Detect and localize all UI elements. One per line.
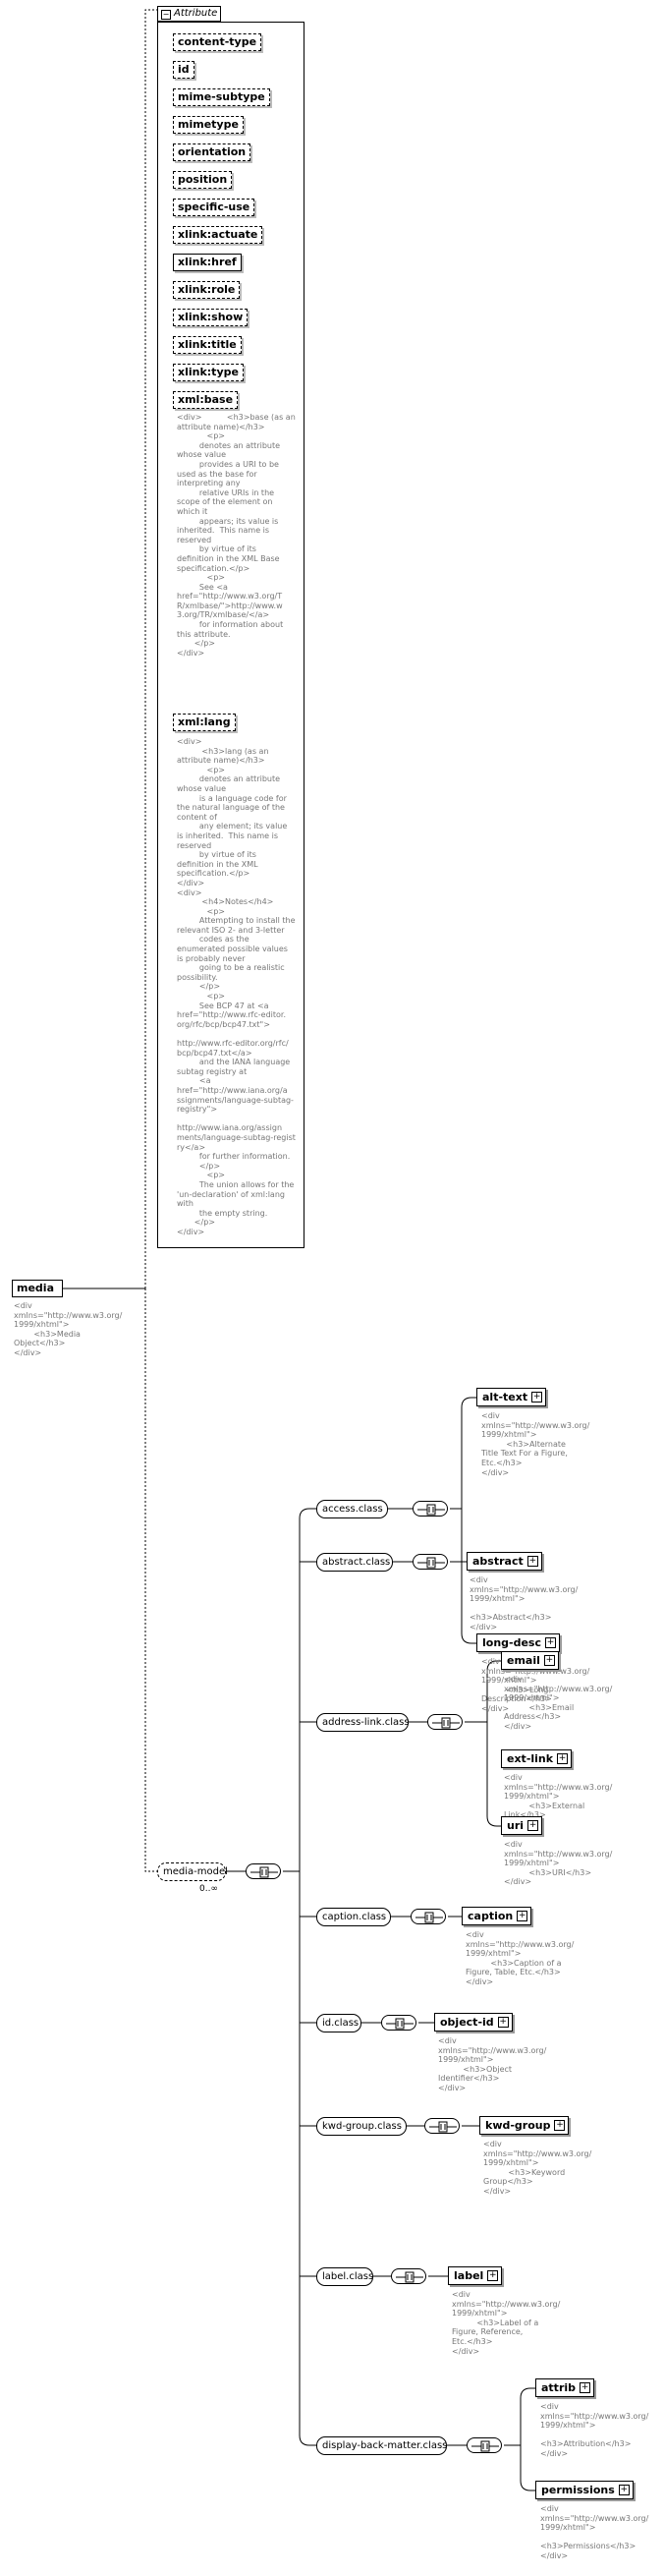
choice-compositor-icon[interactable] (381, 2015, 416, 2031)
attribute-item[interactable]: orientation (173, 143, 251, 161)
choice-compositor-icon[interactable] (391, 2268, 426, 2284)
element-caption[interactable]: caption+ (462, 1907, 532, 1925)
element-label: attrib (541, 2381, 577, 2394)
expand-icon[interactable]: + (531, 1392, 543, 1402)
choice-compositor-icon[interactable] (424, 2118, 460, 2134)
attribute-item[interactable]: content-type (173, 33, 262, 51)
choice-compositor-icon[interactable] (413, 1554, 448, 1570)
expand-icon[interactable]: + (517, 1911, 528, 1921)
expand-icon[interactable]: + (487, 2270, 499, 2281)
choice-compositor-icon[interactable] (467, 2437, 502, 2453)
root-element-media[interactable]: media (12, 1280, 63, 1297)
attribute-tab[interactable]: − Attribute (157, 6, 222, 22)
attribute-item-xml-lang[interactable]: xml:lang (173, 714, 236, 731)
element-label: caption (468, 1910, 514, 1922)
expand-icon[interactable]: + (497, 2017, 509, 2028)
media-model-group[interactable]: media-model (157, 1862, 228, 1881)
group-label-class[interactable]: label.class (316, 2267, 373, 2286)
attribute-item[interactable]: xlink:type (173, 364, 244, 381)
group-kwd-group-class[interactable]: kwd-group.class (316, 2117, 407, 2136)
element-attrib[interactable]: attrib+ (535, 2378, 595, 2397)
element-label: ext-link (507, 1752, 554, 1765)
attribute-item[interactable]: position (173, 171, 233, 189)
attribute-item[interactable]: xml:base (173, 391, 239, 409)
element-email[interactable]: email+ (501, 1651, 559, 1670)
cardinality-label: 0..∞ (199, 1884, 218, 1894)
element-doc: <div xmlns="http://www.w3.org/ 1999/xhtm… (481, 1657, 590, 1713)
root-element-doc: <div xmlns="http://www.w3.org/ 1999/xhtm… (14, 1301, 123, 1357)
element-label-text: label (454, 2269, 484, 2282)
choice-compositor-icon[interactable] (413, 1501, 448, 1517)
expand-icon[interactable]: + (526, 1556, 538, 1567)
choice-compositor-icon[interactable] (246, 1863, 281, 1879)
xml-base-doc: <div> <h3>base (as an attribute name)</h… (177, 413, 296, 658)
element-label: alt-text (482, 1391, 528, 1403)
element-label[interactable]: label+ (448, 2266, 503, 2285)
element-doc: <div xmlns="http://www.w3.org/ 1999/xhtm… (452, 2290, 561, 2356)
expand-icon[interactable]: + (554, 2120, 566, 2131)
attribute-item[interactable]: xlink:role (173, 281, 241, 299)
element-doc: <div xmlns="http://www.w3.org/ 1999/xhtm… (466, 1930, 575, 1986)
attribute-item[interactable]: xlink:title (173, 336, 242, 354)
element-label: uri (507, 1819, 525, 1832)
element-label: email (507, 1654, 540, 1667)
group-address-link-class[interactable]: address-link.class (316, 1713, 410, 1732)
element-doc: <div xmlns="http://www.w3.org/ 1999/xhtm… (504, 1675, 613, 1731)
group-caption-class[interactable]: caption.class (316, 1908, 391, 1926)
element-doc: <div xmlns="http://www.w3.org/ 1999/xhtm… (483, 2140, 592, 2196)
expand-icon[interactable]: + (545, 1637, 557, 1648)
element-kwd-group[interactable]: kwd-group+ (479, 2116, 570, 2135)
element-abstract[interactable]: abstract+ (467, 1552, 542, 1571)
group-abstract-class[interactable]: abstract.class (316, 1553, 393, 1572)
expand-icon[interactable]: + (580, 2382, 591, 2393)
group-display-back-matter-class[interactable]: display-back-matter.class (316, 2436, 447, 2455)
attribute-item[interactable]: xlink:actuate (173, 226, 263, 244)
element-uri[interactable]: uri+ (501, 1816, 543, 1835)
group-id-class[interactable]: id.class (316, 2014, 361, 2032)
collapse-icon[interactable]: − (161, 10, 171, 20)
attribute-item[interactable]: mimetype (173, 116, 244, 134)
element-permissions[interactable]: permissions+ (535, 2481, 634, 2499)
attribute-item[interactable]: id (173, 61, 194, 79)
element-doc: <div xmlns="http://www.w3.org/ 1999/xhtm… (540, 2504, 649, 2560)
xml-lang-doc: <div> <h3>lang (as an attribute name)</h… (177, 737, 296, 1236)
element-long-desc[interactable]: long-desc+ (476, 1633, 561, 1652)
attribute-item[interactable]: xlink:href (173, 254, 242, 271)
element-label: object-id (440, 2016, 494, 2029)
element-doc: <div xmlns="http://www.w3.org/ 1999/xhtm… (504, 1840, 613, 1887)
element-doc: <div xmlns="http://www.w3.org/ 1999/xhtm… (438, 2036, 547, 2092)
expand-icon[interactable]: + (527, 1820, 539, 1831)
element-object-id[interactable]: object-id+ (434, 2013, 513, 2032)
element-label: permissions (541, 2484, 615, 2496)
element-alt-text[interactable]: alt-text+ (476, 1388, 547, 1406)
expand-icon[interactable]: + (543, 1655, 555, 1666)
attribute-tab-label: Attribute (174, 8, 218, 19)
element-doc: <div xmlns="http://www.w3.org/ 1999/xhtm… (481, 1411, 590, 1477)
choice-compositor-icon[interactable] (411, 1909, 446, 1924)
expand-icon[interactable]: + (618, 2485, 630, 2495)
element-doc: <div xmlns="http://www.w3.org/ 1999/xhtm… (540, 2402, 649, 2458)
group-access-class[interactable]: access.class (316, 1500, 388, 1518)
element-ext-link[interactable]: ext-link+ (501, 1749, 573, 1768)
choice-compositor-icon[interactable] (427, 1714, 463, 1730)
element-label: kwd-group (485, 2119, 551, 2132)
attribute-item[interactable]: mime-subtype (173, 88, 270, 106)
expand-icon[interactable]: + (557, 1753, 569, 1764)
element-label: abstract (472, 1555, 524, 1568)
element-label: long-desc (482, 1636, 542, 1649)
attribute-item[interactable]: specific-use (173, 199, 255, 216)
element-doc: <div xmlns="http://www.w3.org/ 1999/xhtm… (470, 1575, 579, 1631)
attribute-item[interactable]: xlink:show (173, 309, 249, 326)
